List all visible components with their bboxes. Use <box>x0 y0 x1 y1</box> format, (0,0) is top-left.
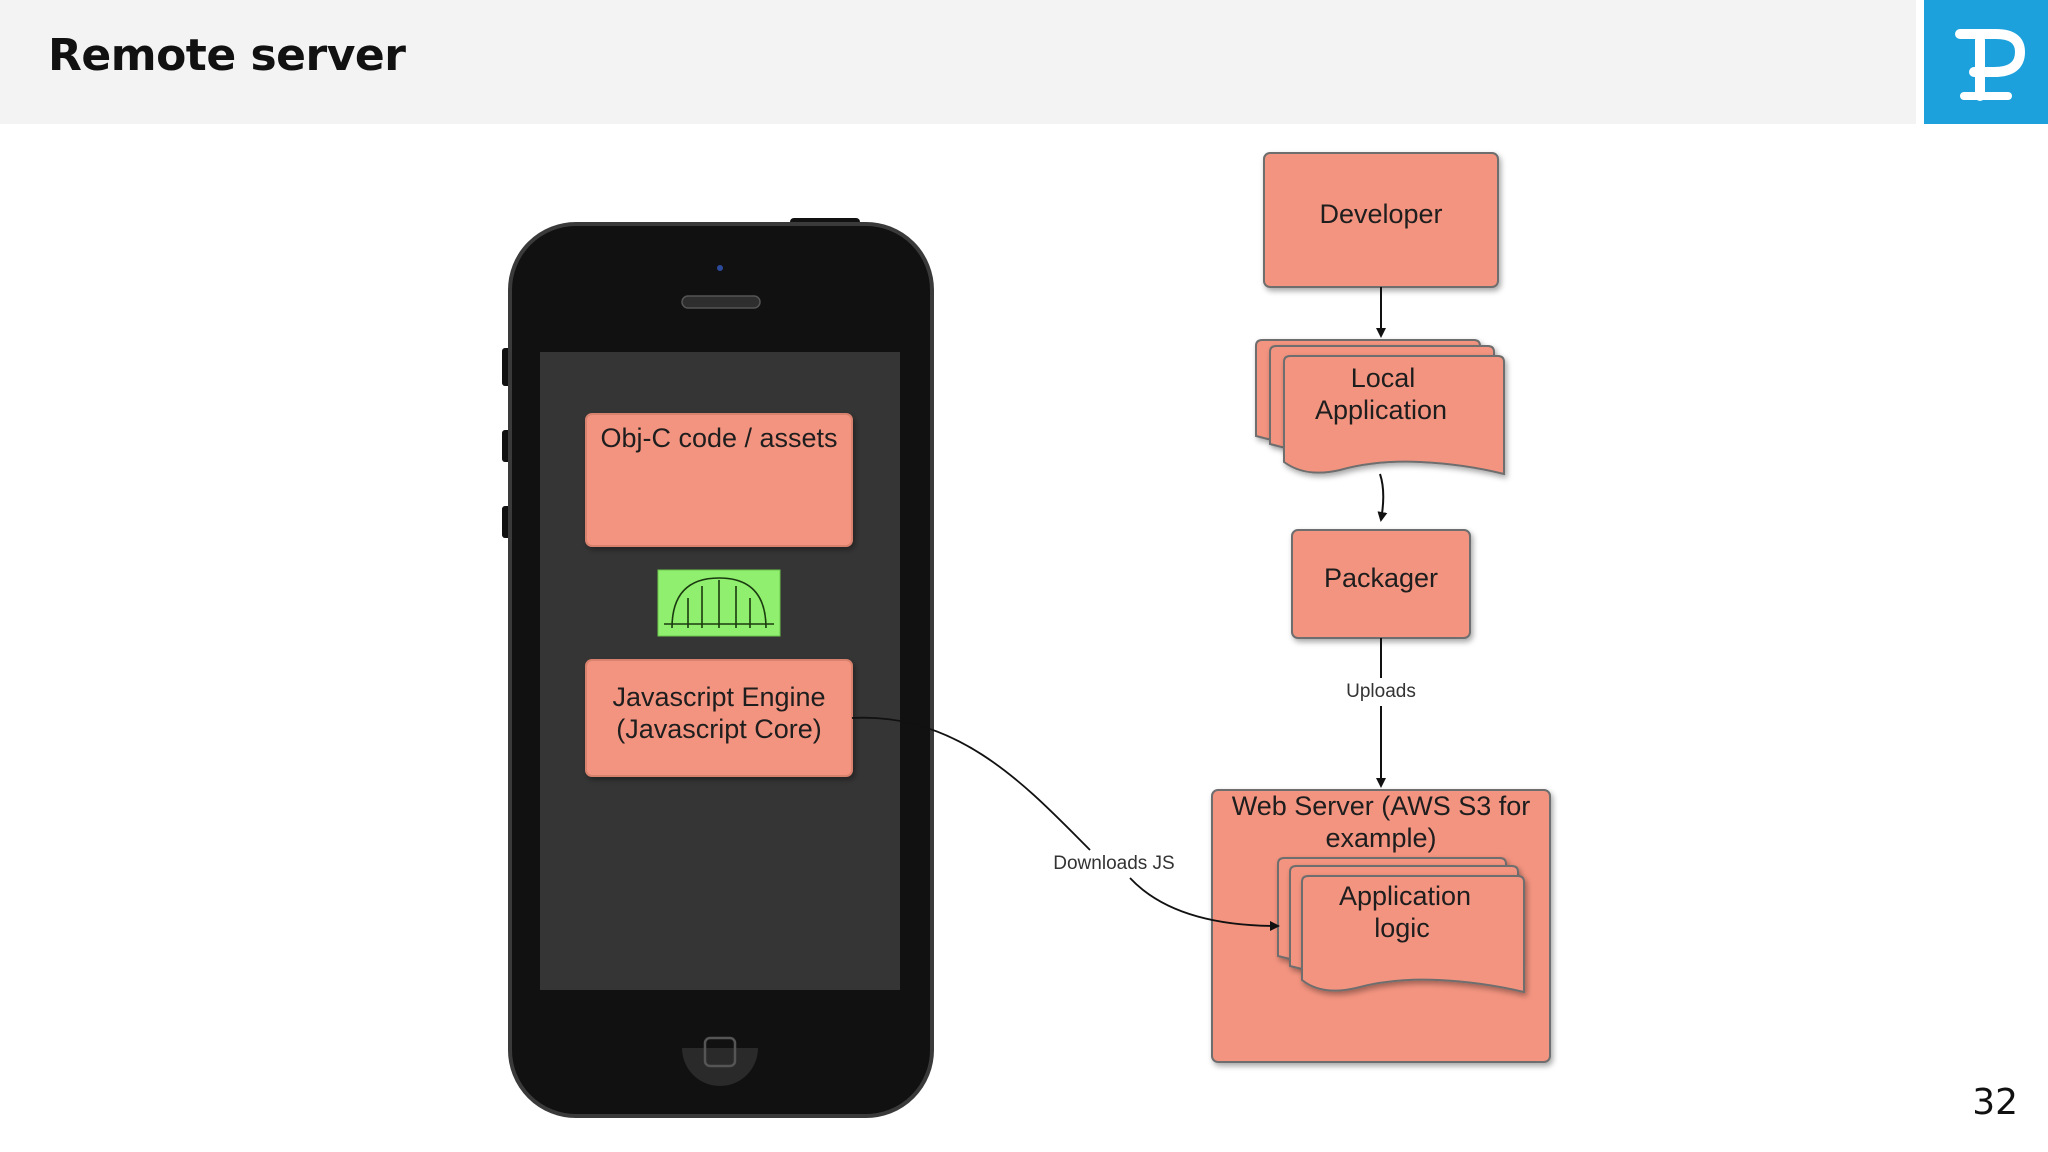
local-application-label-line2: Application <box>1315 395 1447 425</box>
uploads-label: Uploads <box>1346 681 1416 702</box>
page-number: 32 <box>1972 1082 2018 1123</box>
web-server-label-line2: example) <box>1325 823 1436 853</box>
application-logic-label-line1: Application <box>1339 881 1471 911</box>
phone-speaker <box>681 295 761 309</box>
objc-code-label: Obj-C code / assets <box>600 423 837 453</box>
home-square-icon <box>703 1036 737 1068</box>
packager-label: Packager <box>1324 563 1438 593</box>
company-logo <box>1924 0 2048 124</box>
arrow-local-app-to-packager <box>1377 473 1388 522</box>
objc-code-box <box>585 413 853 547</box>
downloads-js-label: Downloads JS <box>1053 853 1174 874</box>
phone-camera <box>717 265 723 271</box>
application-logic-label-line2: logic <box>1374 913 1430 943</box>
slide-title: Remote server <box>48 30 406 81</box>
local-application-docs <box>1255 339 1505 476</box>
application-logic-docs <box>1277 857 1525 994</box>
local-application-label-line1: Local <box>1351 363 1416 393</box>
bridge-icon <box>664 577 774 629</box>
javascript-engine-label-line2: (Javascript Core) <box>616 714 822 744</box>
downloads-js-connector-top <box>851 716 1091 851</box>
downloads-js-connector-bottom <box>1129 877 1280 931</box>
company-logo-icon <box>1955 29 2026 101</box>
javascript-engine-label-line1: Javascript Engine <box>612 682 825 712</box>
developer-label: Developer <box>1319 199 1442 229</box>
phone-device: Obj-C code / assets Javascript Engine (J… <box>502 218 934 1118</box>
slide-header: Remote server <box>0 0 1916 124</box>
web-server-label-line1: Web Server (AWS S3 for <box>1232 791 1531 821</box>
